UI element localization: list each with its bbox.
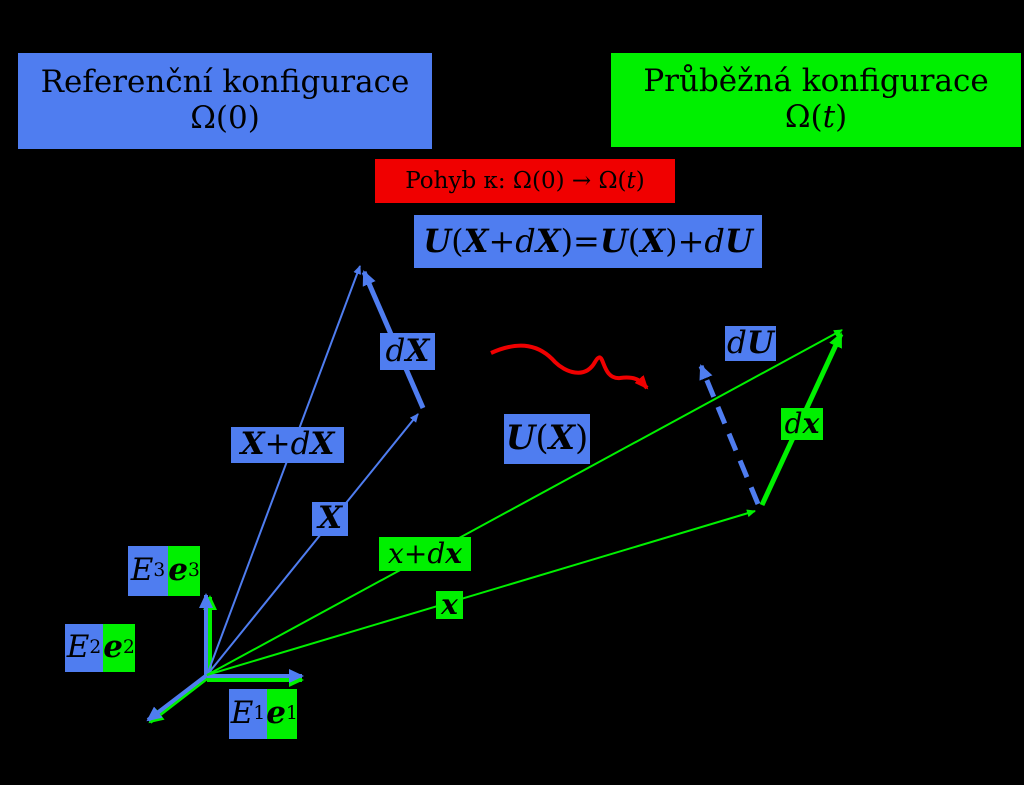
vector-x <box>206 509 756 676</box>
label-X: X <box>312 501 348 536</box>
label-x: x <box>436 588 463 621</box>
current-config-symbol: Ω(t) <box>784 99 848 135</box>
vector-dU <box>698 364 761 505</box>
basis-axis-e2-green <box>148 676 209 724</box>
current-config-title: Průběžná konfigurace <box>643 63 989 100</box>
motion-arrow <box>490 343 649 390</box>
basis-axis-e2-blue <box>146 673 209 722</box>
label-U-of-X: U(X) <box>504 414 590 464</box>
vector-X-plus-dX <box>206 265 361 676</box>
reference-config-symbol: Ω(0) <box>190 100 260 136</box>
motion-label: Pohyb κ: Ω(0) → Ω(t) <box>375 159 675 203</box>
vector-x-plus-dx <box>206 329 843 676</box>
vector-X <box>206 413 419 676</box>
reference-config-title: Referenční konfigurace <box>40 64 410 101</box>
current-config-box: Průběžná konfigurace Ω(t) <box>611 53 1021 147</box>
reference-config-box: Referenční konfigurace Ω(0) <box>18 53 432 149</box>
